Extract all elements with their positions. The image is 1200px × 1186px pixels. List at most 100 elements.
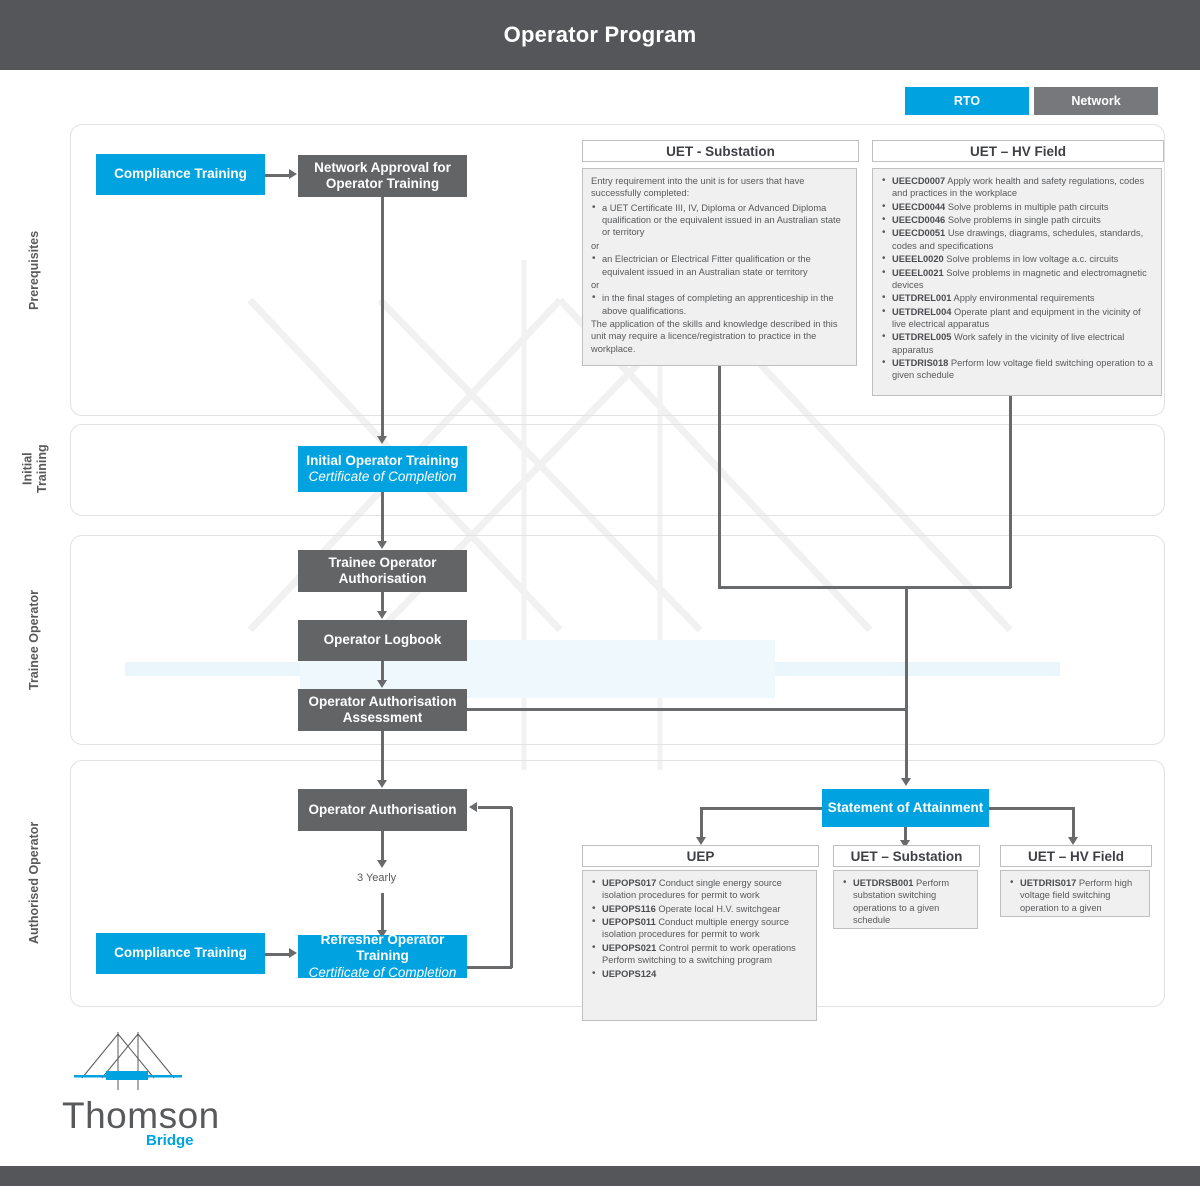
- unit-code: UEPOPS021: [602, 942, 657, 953]
- arrowhead-down: [696, 837, 706, 845]
- node-label-line2: Certificate of Completion: [308, 469, 457, 484]
- list-item: UEPOPS116 Operate local H.V. switchgear: [591, 902, 808, 916]
- node-label: Operator Authorisation: [308, 801, 457, 817]
- edge-operator-auth-to-refresher-lower: [381, 893, 384, 937]
- arrowhead-down: [901, 778, 911, 786]
- edge-compliance-bottom-to-refresher: [265, 953, 291, 956]
- panel-or-2: or: [591, 279, 600, 290]
- panel-body-uet-hv-field-out: UETDRIS017 Perform high voltage field sw…: [1000, 870, 1150, 917]
- arrowhead-down: [377, 541, 387, 549]
- edge-statement-to-uet-hv-down: [1072, 807, 1075, 840]
- list-item: UEPOPS017 Conduct single energy source i…: [591, 876, 808, 902]
- edge-compliance-to-network-approval: [265, 174, 291, 177]
- list-item: UETDRIS017 Perform high voltage field sw…: [1009, 876, 1141, 916]
- edge-uet-substation-prereq-down: [718, 366, 721, 588]
- legend-chip-rto[interactable]: RTO: [905, 87, 1029, 115]
- panel-list: UETDRIS017 Perform high voltage field sw…: [1009, 876, 1141, 916]
- edge-rail-to-statement-down: [905, 586, 908, 780]
- edge-label-three-yearly: 3 Yearly: [357, 872, 397, 884]
- lane-label-trainee-operator: Trainee Operator: [26, 589, 41, 691]
- node-label-line1: Trainee Operator: [328, 554, 437, 570]
- panel-title-uet-hv-field-out: UET – HV Field: [1000, 845, 1152, 867]
- node-compliance-training-top[interactable]: Compliance Training: [96, 154, 265, 195]
- edge-assessment-to-statement-right: [466, 708, 908, 711]
- node-refresher-operator-training[interactable]: Refresher Operator Training Certificate …: [298, 932, 467, 980]
- edge-statement-to-uet-hv-right: [988, 807, 1074, 810]
- list-item: UETDREL001 Apply environmental requireme…: [881, 291, 1153, 305]
- edge-uet-hv-field-prereq-left: [905, 586, 1011, 589]
- lane-trainee-operator: [70, 535, 1165, 745]
- lane-label-authorised-operator: Authorised Operator: [26, 821, 41, 944]
- list-item: UETDREL004 Operate plant and equipment i…: [881, 305, 1153, 331]
- unit-code: UEPOPS124: [602, 968, 657, 979]
- edge-refresher-feedback-left: [478, 806, 512, 809]
- unit-code: UETDRSB001: [853, 878, 914, 888]
- node-label: Statement of Attainment: [827, 799, 984, 815]
- unit-code: UEECD0007: [892, 176, 946, 186]
- lane-label-initial-training: Initial Training: [20, 444, 49, 494]
- node-label-line1: Refresher Operator Training: [320, 932, 445, 964]
- panel-title-uet-hv-field-prereq: UET – HV Field: [872, 140, 1164, 162]
- unit-code: UEEEL0020: [892, 254, 944, 265]
- unit-code: UETDREL001: [892, 293, 952, 304]
- list-item: UETDRSB001 Perform substation switching …: [842, 876, 969, 926]
- edge-statement-to-uep-left: [700, 807, 824, 810]
- arrowhead-down: [377, 930, 387, 938]
- edge-uet-hv-field-prereq-down: [1009, 396, 1012, 588]
- list-item: UEECD0044 Solve problems in multiple pat…: [881, 200, 1153, 214]
- edge-network-approval-to-initial-training: [381, 197, 384, 439]
- edge-operator-auth-to-refresher-upper: [381, 831, 384, 863]
- unit-code: UEPOPS017: [602, 878, 657, 888]
- unit-code: UETDRIS017: [1020, 878, 1077, 888]
- list-item: UEECD0051 Use drawings, diagrams, schedu…: [881, 226, 1153, 252]
- edge-trainee-auth-to-logbook: [381, 592, 384, 614]
- lane-initial-training: [70, 424, 1165, 516]
- arrowhead-down: [900, 840, 910, 848]
- unit-code: UETDREL005: [892, 332, 952, 343]
- arrowhead-down: [377, 680, 387, 688]
- panel-list: UETDRSB001 Perform substation switching …: [842, 876, 969, 926]
- arrowhead-down: [377, 860, 387, 868]
- node-network-approval-for-operator-training[interactable]: Network Approval for Operator Training: [298, 155, 467, 197]
- arrowhead-down: [377, 611, 387, 619]
- edge-refresher-feedback-right: [466, 966, 512, 969]
- list-item: a UET Certificate III, IV, Diploma or Ad…: [591, 201, 848, 239]
- panel-list: an Electrician or Electrical Fitter qual…: [591, 252, 848, 278]
- bridge-icon: [74, 1032, 182, 1090]
- node-label: Operator Logbook: [323, 632, 442, 648]
- list-item: UEEEL0020 Solve problems in low voltage …: [881, 252, 1153, 266]
- node-label-line1: Network Approval for: [314, 159, 451, 175]
- node-label-line1: Operator Authorisation: [308, 693, 457, 709]
- node-operator-logbook[interactable]: Operator Logbook: [298, 620, 467, 661]
- node-label-line2: Authorisation: [338, 571, 427, 586]
- node-label-line2: Operator Training: [325, 176, 440, 191]
- app-header: Operator Program: [0, 0, 1200, 70]
- node-operator-authorisation[interactable]: Operator Authorisation: [298, 789, 467, 831]
- node-label-line1: Initial Operator Training: [306, 452, 459, 468]
- node-label: Compliance Training: [114, 166, 247, 182]
- panel-title-uet-substation-prereq: UET - Substation: [582, 140, 859, 162]
- panel-list: UEPOPS017 Conduct single energy source i…: [591, 876, 808, 980]
- arrowhead-right: [289, 948, 297, 958]
- node-statement-of-attainment[interactable]: Statement of Attainment: [822, 789, 989, 827]
- list-item: in the final stages of completing an app…: [591, 291, 848, 317]
- logo-subtext: Bridge: [146, 1132, 194, 1149]
- node-operator-authorisation-assessment[interactable]: Operator Authorisation Assessment: [298, 689, 467, 731]
- node-initial-operator-training[interactable]: Initial Operator Training Certificate of…: [298, 446, 467, 492]
- panel-title-uet-substation-out: UET – Substation: [833, 845, 980, 867]
- edge-refresher-feedback-up: [510, 807, 513, 968]
- panel-list: in the final stages of completing an app…: [591, 291, 848, 317]
- page-title: Operator Program: [503, 22, 697, 47]
- unit-code: UEPOPS011: [602, 917, 656, 928]
- node-compliance-training-bottom[interactable]: Compliance Training: [96, 933, 265, 974]
- panel-intro: Entry requirement into the unit is for u…: [591, 176, 805, 199]
- legend-chip-network[interactable]: Network: [1034, 87, 1158, 115]
- logo-wordmark: Thomson: [62, 1095, 220, 1136]
- lane-prerequisites: [70, 124, 1165, 416]
- panel-title-uep: UEP: [582, 845, 819, 867]
- legend: RTO Network: [905, 87, 1158, 115]
- panel-outro: The application of the skills and knowle…: [591, 318, 838, 354]
- unit-code: UETDRIS018: [892, 358, 949, 369]
- node-trainee-operator-authorisation[interactable]: Trainee Operator Authorisation: [298, 550, 467, 592]
- node-label-line2: Certificate of Completion: [308, 964, 457, 980]
